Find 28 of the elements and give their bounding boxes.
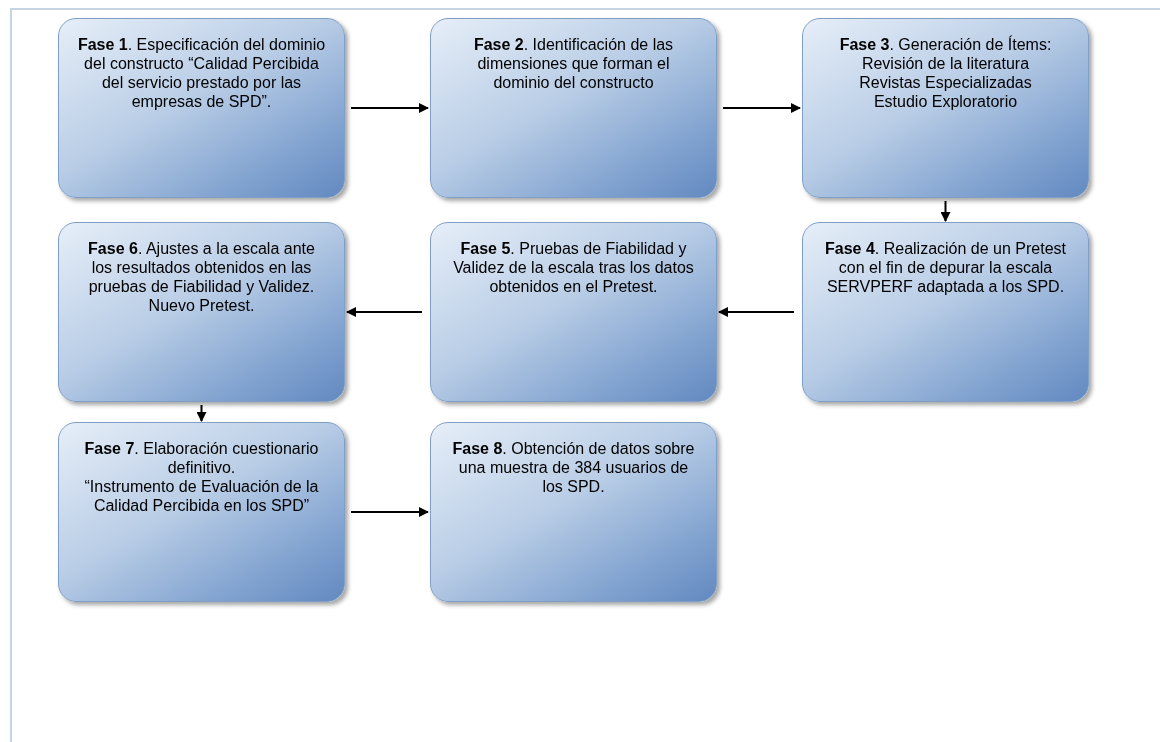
process-box — [430, 222, 717, 402]
box-text: Fase 3. Generación de Ítems: — [838, 35, 1053, 54]
arrow — [722, 103, 801, 113]
arrow — [196, 404, 207, 422]
process-box — [58, 422, 345, 602]
arrow — [350, 507, 429, 517]
box-text: Fase 6. Ajustes a la escala ante los resultados obtenidos en las pruebas de Fiabilidad y Validez. — [87, 239, 316, 296]
arrow — [346, 307, 423, 317]
arrow — [940, 200, 951, 222]
process-box — [58, 222, 345, 402]
process-box — [430, 18, 717, 198]
box-text: Estudio Exploratorio — [872, 92, 1019, 111]
box-text: Fase 7. Elaboración cuestionario definitivo. — [83, 439, 320, 477]
process-box — [430, 422, 717, 602]
box-text: Revisión de la literatura — [860, 54, 1031, 73]
box-text: Fase 2. Identificación de las dimensiones que forman el dominio del constructo — [472, 35, 675, 92]
arrow — [718, 307, 795, 317]
arrow — [350, 103, 429, 113]
box-text: Fase 4. Realización de un Pretest con el fin de depurar la escala SERVPERF adaptada a los SPD. — [824, 239, 1067, 296]
box-text: Fase 5. Pruebas de Fiabilidad y Validez de la escala tras los datos obtenidos en el Pretest. — [452, 239, 695, 296]
process-box — [58, 18, 345, 198]
process-box — [802, 222, 1089, 402]
box-text: Fase 8. Obtención de datos sobre una muestra de 384 usuarios de los SPD. — [451, 439, 696, 496]
box-text: Fase 1. Especificación del dominio del constructo “Calidad Percibida del servicio prestado por las empresas de SPD”. — [77, 35, 326, 111]
process-box — [802, 18, 1089, 198]
box-text: Nuevo Pretest. — [147, 296, 256, 315]
box-text: “Instrumento de Evaluación de la Calidad Percibida en los SPD” — [83, 477, 320, 515]
box-text: Revistas Especializadas — [858, 73, 1033, 92]
